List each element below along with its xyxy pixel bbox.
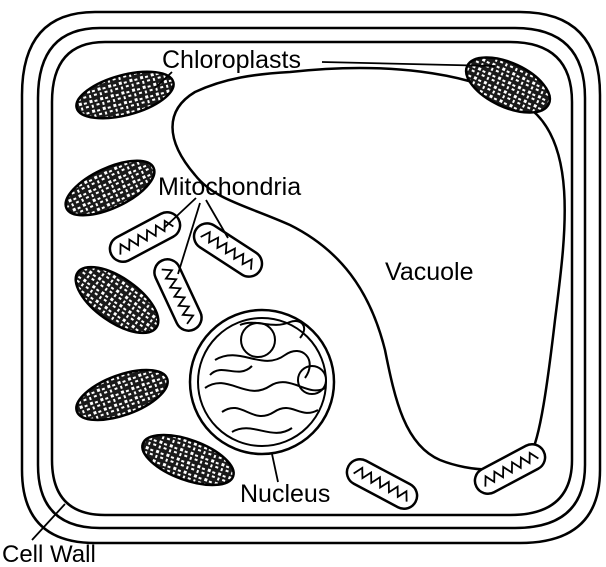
chloroplast [58, 150, 162, 227]
label-mitochondria: Mitochondria [158, 173, 301, 201]
mitochondrion [342, 455, 421, 514]
label-vacuole: Vacuole [385, 258, 474, 286]
chloroplast [65, 254, 169, 345]
label-nucleus: Nucleus [240, 480, 330, 508]
mitochondrion [189, 218, 267, 281]
chloroplast [70, 360, 174, 430]
nucleus [190, 310, 334, 454]
nucleolus [241, 323, 275, 357]
mitochondrion [105, 208, 184, 267]
chloroplast [458, 46, 558, 124]
label-cell-wall: Cell Wall [2, 541, 96, 567]
label-chloroplasts: Chloroplasts [162, 46, 301, 74]
mitochondrion [470, 440, 549, 499]
leader-nucleus [272, 454, 278, 482]
